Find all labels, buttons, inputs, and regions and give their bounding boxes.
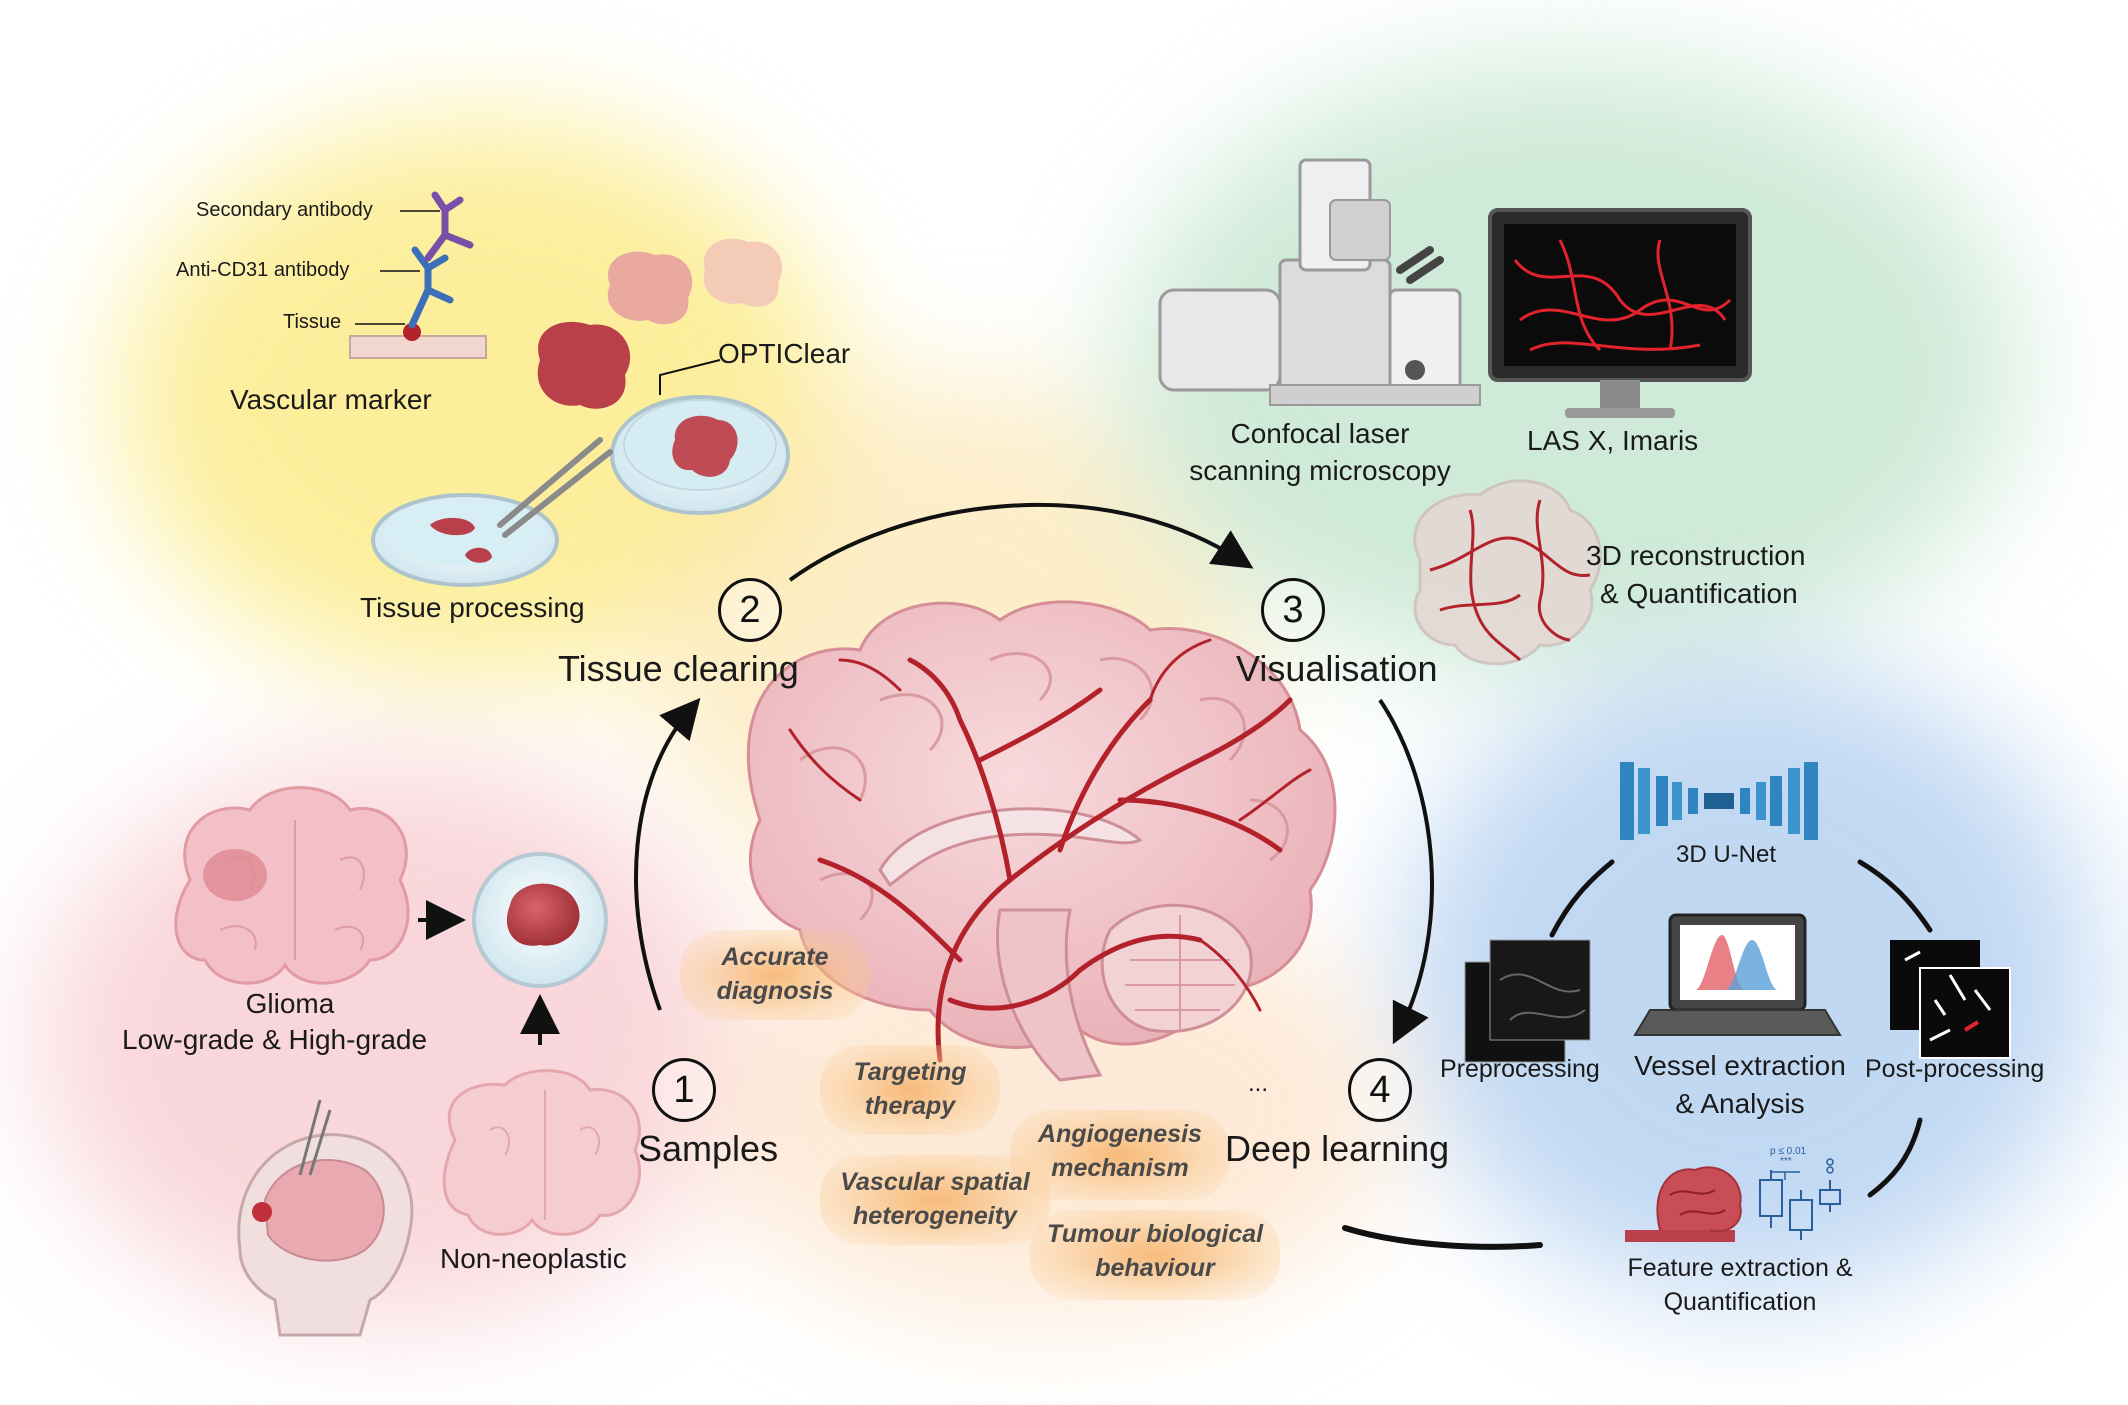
arrow-deep-learning-return	[1342, 1225, 1543, 1250]
glioma-grade-label: Low-grade & High-grade	[122, 1024, 428, 1055]
laptop-histogram-icon	[1633, 913, 1842, 1036]
dl-cycle-arrow-bottom-right	[1867, 1117, 1923, 1198]
step-2-number: 2	[718, 578, 782, 642]
feature-extraction-label-line2: Quantification	[1663, 1288, 1817, 1316]
secondary-antibody-label: Secondary antibody	[196, 199, 373, 221]
application-accurate-diagnosis: Accurate diagnosis	[690, 940, 860, 1008]
tissue-label: Tissue	[283, 311, 342, 333]
arrow-samples-to-clearing	[634, 697, 701, 1011]
unet-architecture-icon	[1620, 762, 1818, 840]
surgery-head-illustration	[237, 1099, 414, 1337]
step-3-title: Visualisation	[1236, 648, 1438, 689]
non-neoplastic-label: Non-neoplastic	[440, 1243, 627, 1274]
dl-cycle-arrow-left	[1549, 859, 1615, 938]
application-glow	[1030, 1210, 1280, 1300]
application-line: Targeting	[853, 1058, 967, 1086]
anti-cd31-antibody-label: Anti-CD31 antibody	[176, 259, 350, 281]
application-line: Tumour biological	[1046, 1220, 1264, 1248]
opticlear-label: OPTIClear	[718, 338, 851, 369]
application-glow	[1010, 1110, 1230, 1200]
preprocessing-label: Preprocessing	[1440, 1055, 1600, 1083]
application-tumour-biological-behaviour: Tumour biological behaviour	[1030, 1217, 1280, 1285]
preprocessing-images-icon	[1464, 939, 1591, 1063]
tissue-samples-clearing	[537, 238, 783, 409]
opticlear-dish	[610, 359, 790, 515]
application-ellipsis: ...	[1248, 1070, 1269, 1097]
antibody-diagram	[349, 191, 487, 359]
monitor-illustration	[1488, 208, 1752, 418]
confocal-microscope-illustration	[1158, 158, 1481, 406]
central-brain-illustration	[746, 600, 1337, 1082]
dl-cycle-arrow-right	[1857, 859, 1933, 933]
reconstruction-label-line1: 3D reconstruction	[1586, 540, 1806, 571]
step-4-title: Deep learning	[1225, 1128, 1450, 1169]
tissue-processing-label: Tissue processing	[360, 592, 585, 623]
feature-extraction-icon	[1625, 1166, 1742, 1242]
reconstruction-label-line2: & Quantification	[1600, 578, 1798, 609]
p-value-label: p ≤ 0.01	[1770, 1146, 1807, 1157]
step-3-number: 3	[1261, 578, 1325, 642]
software-label: LAS X, Imaris	[1527, 425, 1699, 456]
microscope-label-line2: scanning microscopy	[1189, 455, 1451, 486]
glioma-label: Glioma	[245, 988, 335, 1019]
significance-label: ***	[1780, 1156, 1792, 1167]
application-targeting-therapy: Targeting therapy	[820, 1055, 1000, 1123]
microscope-label-line1: Confocal laser	[1230, 418, 1410, 449]
step-1-title: Samples	[638, 1128, 779, 1169]
step-4-number: 4	[1348, 1058, 1412, 1122]
step-2-title: Tissue clearing	[558, 648, 799, 689]
application-line: therapy	[864, 1092, 956, 1120]
glioma-brain-section-illustration	[174, 786, 410, 985]
application-line: behaviour	[1095, 1254, 1215, 1282]
application-line: mechanism	[1051, 1154, 1189, 1182]
application-angiogenesis-mechanism: Angiogenesis mechanism	[1010, 1117, 1230, 1185]
application-line: Angiogenesis	[1038, 1120, 1202, 1148]
application-line: Accurate	[721, 943, 829, 971]
sample-petri-dish	[472, 852, 608, 988]
step-1-number: 1	[652, 1058, 716, 1122]
3d-reconstruction-illustration	[1413, 479, 1602, 666]
application-line: heterogeneity	[853, 1202, 1017, 1230]
post-processing-images-icon	[1890, 940, 2011, 1059]
feature-extraction-label-line1: Feature extraction &	[1627, 1254, 1853, 1282]
application-line: diagnosis	[716, 977, 834, 1005]
arrow-clearing-to-visualisation	[788, 502, 1254, 582]
application-line: Vascular spatial	[840, 1168, 1030, 1196]
boxplot-icon	[1759, 1158, 1841, 1240]
vascular-marker-label: Vascular marker	[230, 384, 432, 415]
non-neoplastic-brain-illustration	[442, 1069, 641, 1236]
application-vascular-spatial-heterogeneity: Vascular spatial heterogeneity	[820, 1165, 1050, 1233]
vessel-extraction-label-line1: Vessel extraction	[1634, 1050, 1846, 1081]
processing-dish-with-forceps	[371, 437, 613, 587]
unet-label: 3D U-Net	[1676, 841, 1777, 868]
vessel-extraction-label-line2: & Analysis	[1675, 1088, 1805, 1119]
post-processing-label: Post-processing	[1865, 1055, 2045, 1083]
application-glow	[680, 930, 870, 1020]
application-glow	[820, 1045, 1000, 1135]
arrow-visualisation-to-deep-learning	[1378, 698, 1434, 1045]
